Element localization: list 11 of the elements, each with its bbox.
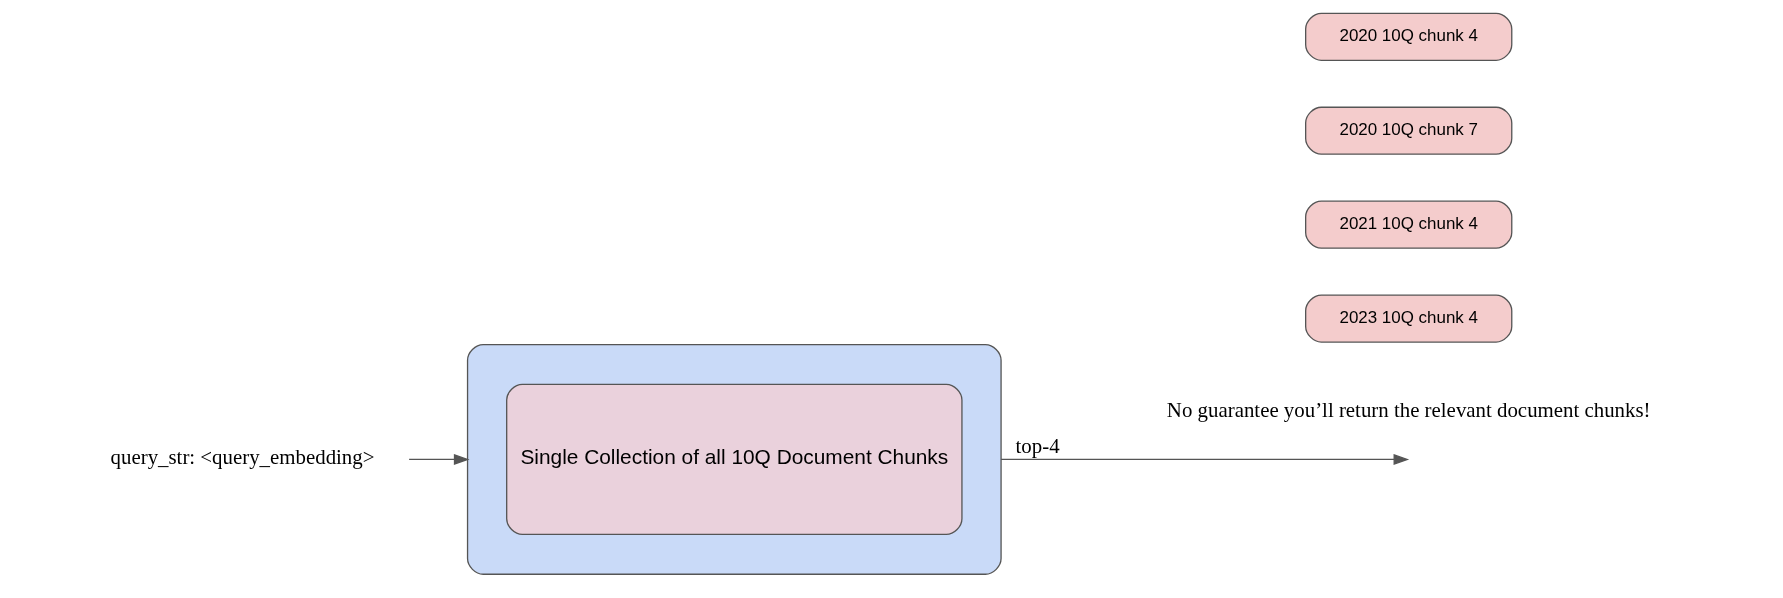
node-box: 2021 10Q chunk 4 bbox=[1305, 200, 1513, 249]
node-text: query_str: <query_embedding> bbox=[110, 445, 375, 470]
node-box: 2020 10Q chunk 7 bbox=[1305, 106, 1513, 155]
cluster bbox=[466, 344, 1002, 575]
node-box: Single Collection of all 10Q Document Chunks bbox=[506, 383, 963, 536]
label: No guarantee you’ll return the relevant document chunks! bbox=[1166, 398, 1651, 423]
node-box: 2020 10Q chunk 4 bbox=[1305, 12, 1513, 61]
edge-label: top-4 bbox=[1015, 433, 1060, 458]
arrow bbox=[1000, 453, 1410, 465]
arrow bbox=[408, 453, 470, 465]
node-box: 2023 10Q chunk 4 bbox=[1305, 294, 1513, 343]
